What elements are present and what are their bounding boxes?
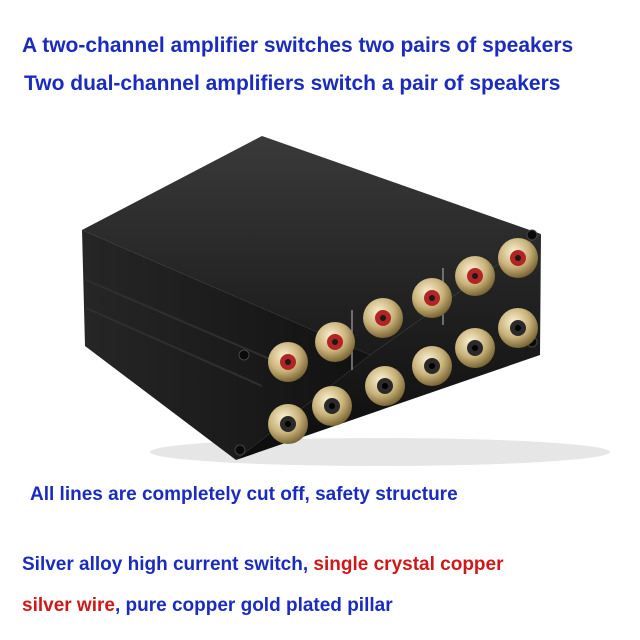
caption-line-2-red: single crystal copper — [313, 554, 504, 575]
screw — [526, 229, 538, 241]
screw — [234, 444, 246, 456]
caption-line-3: silver wire, pure copper gold plated pil… — [22, 595, 640, 617]
box-left-side — [82, 230, 370, 460]
headline-line-1: A two-channel amplifier switches two pai… — [22, 34, 574, 57]
caption-line-2: Silver alloy high current switch, single… — [22, 554, 640, 576]
binding-posts-red — [268, 238, 538, 382]
caption-line-1: All lines are completely cut off, safety… — [30, 484, 458, 505]
headline-line-2: Two dual-channel amplifiers switch a pai… — [24, 72, 561, 95]
binding-posts-black — [268, 308, 538, 444]
caption-line-2-blue: Silver alloy high current switch, — [22, 554, 314, 575]
product-photo — [82, 136, 610, 466]
caption-line-3-red: silver wire — [22, 595, 115, 616]
screw — [238, 349, 250, 361]
caption-line-3-blue: , pure copper gold plated pillar — [114, 595, 393, 616]
